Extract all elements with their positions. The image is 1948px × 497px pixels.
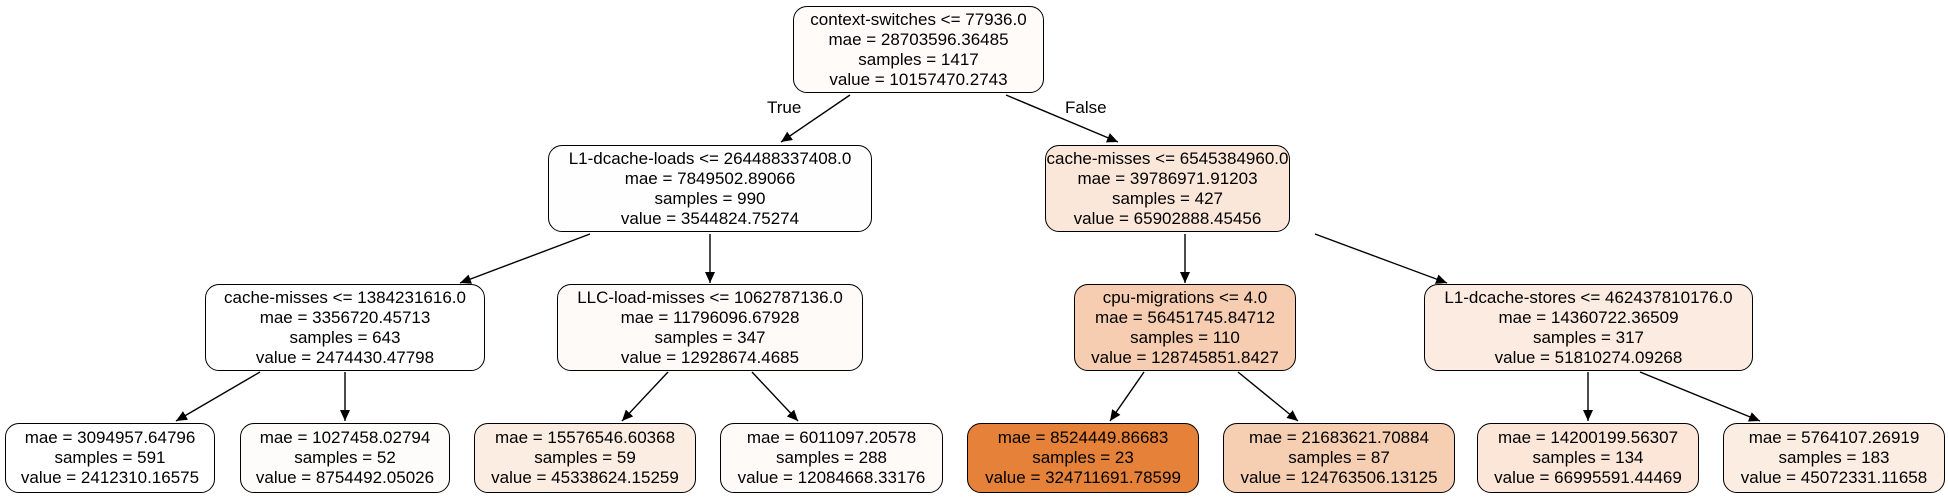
tree-node-split: cache-misses <= 6545384960.0 mae = 39786… <box>1045 145 1290 232</box>
node-samples: samples = 87 <box>1288 448 1390 467</box>
node-value: value = 45072331.11658 <box>1740 468 1928 487</box>
node-mae: mae = 21683621.70884 <box>1248 428 1430 447</box>
node-condition: cpu-migrations <= 4.0 <box>1102 287 1268 307</box>
node-samples: samples = 1417 <box>858 49 979 69</box>
edge-label-true: True <box>767 98 802 117</box>
tree-node-leaf: mae = 21683621.70884 samples = 87 value … <box>1223 423 1455 493</box>
node-value: value = 2412310.16575 <box>20 468 200 487</box>
edge-n0-n1 <box>780 94 851 143</box>
node-mae: mae = 3094957.64796 <box>24 428 196 447</box>
node-value: value = 66995591.44469 <box>1494 468 1682 487</box>
node-samples: samples = 288 <box>775 448 888 467</box>
tree-node-leaf: mae = 1027458.02794 samples = 52 value =… <box>240 423 450 493</box>
tree-node-leaf: mae = 15576546.60368 samples = 59 value … <box>474 423 696 493</box>
node-samples: samples = 317 <box>1532 327 1645 347</box>
edge-n3-n7 <box>175 371 261 422</box>
node-mae: mae = 15576546.60368 <box>494 428 676 447</box>
node-mae: mae = 1027458.02794 <box>259 428 431 447</box>
node-mae: mae = 3356720.45713 <box>259 307 431 327</box>
tree-node-split: L1-dcache-stores <= 462437810176.0 mae =… <box>1424 284 1753 371</box>
edge-label-false: False <box>1065 98 1107 117</box>
node-mae: mae = 6011097.20578 <box>746 428 917 447</box>
tree-node-split: LLC-load-misses <= 1062787136.0 mae = 11… <box>557 284 863 371</box>
node-value: value = 12084668.33176 <box>737 468 926 487</box>
node-value: value = 324711691.78599 <box>985 468 1181 487</box>
node-value: value = 124763506.13125 <box>1240 468 1438 487</box>
node-value: value = 3544824.75274 <box>620 208 800 228</box>
node-samples: samples = 23 <box>1032 448 1134 467</box>
node-value: value = 2474430.47798 <box>255 347 435 367</box>
node-mae: mae = 14200199.56307 <box>1497 428 1679 447</box>
node-condition: cache-misses <= 1384231616.0 <box>224 287 466 307</box>
edge-n4-n10 <box>751 371 799 422</box>
node-condition: cache-misses <= 6545384960.0 <box>1046 148 1289 168</box>
node-value: value = 8754492.05026 <box>255 468 435 487</box>
edge-n5-n12 <box>1237 371 1299 422</box>
node-condition: context-switches <= 77936.0 <box>810 9 1027 29</box>
tree-node-leaf: mae = 6011097.20578 samples = 288 value … <box>720 423 943 493</box>
node-samples: samples = 427 <box>1111 188 1224 208</box>
node-value: value = 65902888.45456 <box>1073 208 1262 228</box>
tree-node-split: L1-dcache-loads <= 264488337408.0 mae = … <box>548 145 872 232</box>
node-mae: mae = 56451745.84712 <box>1094 307 1276 327</box>
node-value: value = 51810274.09268 <box>1494 347 1683 367</box>
tree-node-split: cpu-migrations <= 4.0 mae = 56451745.847… <box>1074 284 1296 371</box>
node-samples: samples = 990 <box>654 188 766 208</box>
edge-n4-n9 <box>621 371 669 422</box>
tree-node-root: context-switches <= 77936.0 mae = 287035… <box>793 6 1044 93</box>
tree-node-split: cache-misses <= 1384231616.0 mae = 33567… <box>205 284 485 371</box>
node-mae: mae = 11796096.67928 <box>620 307 800 327</box>
edge-n2-n6 <box>1314 233 1448 284</box>
node-samples: samples = 347 <box>654 327 766 347</box>
tree-node-leaf: mae = 14200199.56307 samples = 134 value… <box>1477 423 1699 493</box>
node-value: value = 45338624.15259 <box>491 468 679 487</box>
edge-n1-n3 <box>459 233 591 284</box>
node-mae: mae = 39786971.91203 <box>1077 168 1258 188</box>
node-samples: samples = 643 <box>289 327 401 347</box>
node-condition: L1-dcache-loads <= 264488337408.0 <box>568 148 852 168</box>
node-value: value = 10157470.2743 <box>829 69 1008 89</box>
node-samples: samples = 591 <box>54 448 166 467</box>
node-value: value = 12928674.4685 <box>620 347 800 367</box>
tree-node-leaf: mae = 3094957.64796 samples = 591 value … <box>5 423 215 493</box>
edge-n5-n11 <box>1109 371 1145 422</box>
tree-node-leaf: mae = 5764107.26919 samples = 183 value … <box>1723 423 1945 493</box>
node-mae: mae = 7849502.89066 <box>624 168 796 188</box>
node-samples: samples = 183 <box>1778 448 1890 467</box>
node-samples: samples = 52 <box>294 448 396 467</box>
node-samples: samples = 134 <box>1532 448 1644 467</box>
node-mae: mae = 8524449.86683 <box>997 428 1169 447</box>
node-condition: L1-dcache-stores <= 462437810176.0 <box>1444 287 1733 307</box>
edge-n0-n2 <box>1005 94 1119 143</box>
edge-n6-n14 <box>1639 371 1761 422</box>
node-mae: mae = 28703596.36485 <box>828 29 1009 49</box>
node-value: value = 128745851.8427 <box>1091 347 1279 367</box>
node-samples: samples = 59 <box>534 448 636 467</box>
node-condition: LLC-load-misses <= 1062787136.0 <box>577 287 843 307</box>
tree-node-leaf: mae = 8524449.86683 samples = 23 value =… <box>967 423 1199 493</box>
node-mae: mae = 14360722.36509 <box>1498 307 1679 327</box>
node-samples: samples = 110 <box>1130 327 1240 347</box>
node-mae: mae = 5764107.26919 <box>1748 428 1920 447</box>
